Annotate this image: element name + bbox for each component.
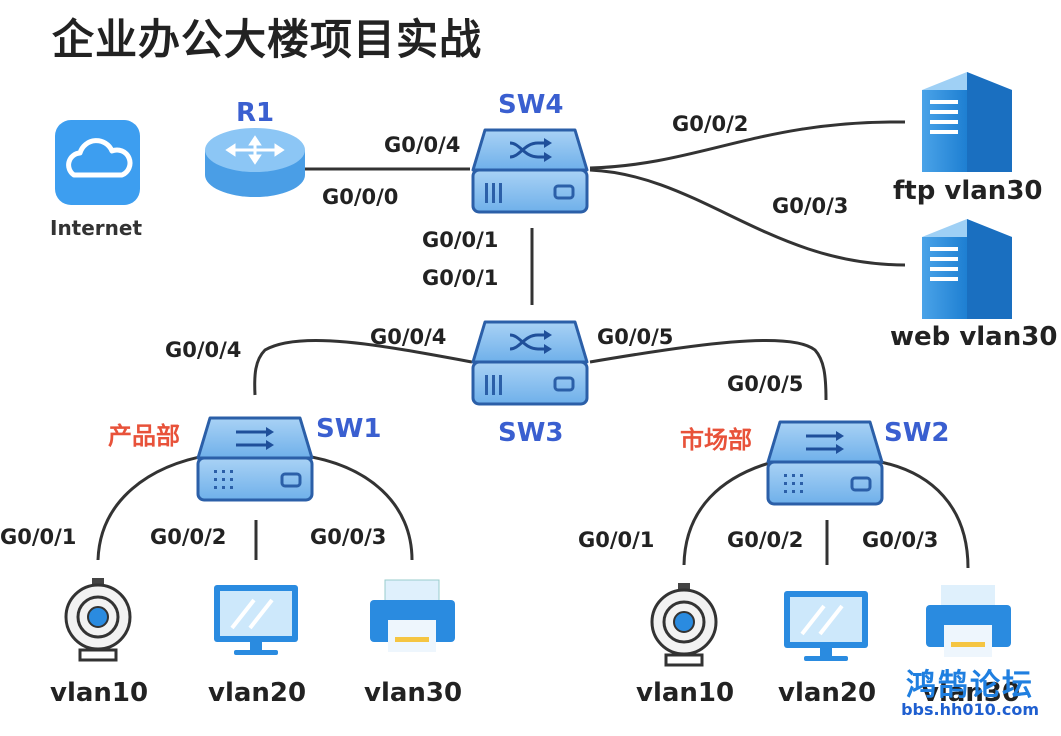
printer-icon-left	[370, 579, 455, 652]
port-label: G0/0/0	[322, 185, 399, 209]
sw1-name: SW1	[316, 414, 382, 444]
port-label: G0/0/3	[862, 528, 939, 552]
camera-icon-right	[650, 583, 718, 667]
switch-sw1-icon	[196, 416, 314, 502]
port-label: G0/0/1	[422, 228, 499, 252]
watermark-title: 鸿鹄论坛	[906, 668, 1035, 703]
sw2-name: SW2	[884, 418, 950, 448]
sw4-name: SW4	[498, 90, 564, 120]
link-sw4-ftp	[589, 120, 906, 170]
port-label: G0/0/3	[310, 525, 387, 549]
router-name: R1	[236, 98, 275, 128]
server-web-label: web vlan30	[890, 322, 1058, 352]
monitor-icon-right	[784, 591, 868, 661]
port-label: G0/0/2	[150, 525, 227, 549]
port-label: G0/0/5	[597, 325, 674, 349]
camera-icon-left	[64, 578, 132, 662]
printer-icon-right	[926, 585, 1011, 657]
endpoint-label: vlan10	[50, 678, 149, 708]
port-label: G0/0/2	[727, 528, 804, 552]
link-sw3-sw1	[253, 338, 473, 396]
router-icon	[205, 128, 305, 197]
internet-cloud-icon	[55, 120, 140, 205]
port-label: G0/0/1	[422, 266, 499, 290]
link-sw3-sw2	[589, 338, 828, 401]
server-ftp-icon	[922, 72, 1012, 172]
port-label: G0/0/4	[384, 133, 461, 157]
port-label: G0/0/2	[672, 112, 749, 136]
endpoint-label: vlan20	[778, 678, 877, 708]
endpoint-label: vlan20	[208, 678, 307, 708]
monitor-icon-left	[214, 585, 298, 655]
port-label: G0/0/4	[165, 338, 242, 362]
endpoint-label: vlan30	[922, 678, 1021, 708]
switch-sw2-icon	[766, 420, 884, 506]
endpoint-label: vlan10	[636, 678, 735, 708]
dept-sw2-label: 市场部	[680, 426, 752, 454]
link-sw2-camera	[682, 458, 781, 566]
link-sw4-web	[589, 168, 906, 267]
links	[96, 120, 970, 569]
port-label: G0/0/1	[578, 528, 655, 552]
page-title: 企业办公大楼项目实战	[52, 15, 483, 64]
endpoint-label: vlan30	[364, 678, 463, 708]
link-sw1-printer	[299, 453, 414, 561]
internet-label: Internet	[50, 216, 143, 240]
port-label: G0/0/3	[772, 194, 849, 218]
watermark-url: bbs.hh010.com	[901, 700, 1039, 719]
switch-sw3-icon	[471, 320, 589, 406]
server-ftp-label: ftp vlan30	[893, 176, 1043, 206]
sw3-name: SW3	[498, 418, 564, 448]
port-label: G0/0/4	[370, 325, 447, 349]
dept-sw1-label: 产品部	[108, 422, 180, 450]
watermark: 鸿鹄论坛 bbs.hh010.com	[901, 660, 1039, 719]
link-sw2-printer	[869, 458, 970, 569]
port-label: G0/0/1	[0, 525, 77, 549]
switch-sw4-icon	[471, 128, 589, 214]
port-label: G0/0/5	[727, 372, 804, 396]
link-sw1-camera	[96, 453, 211, 561]
server-web-icon	[922, 219, 1012, 319]
